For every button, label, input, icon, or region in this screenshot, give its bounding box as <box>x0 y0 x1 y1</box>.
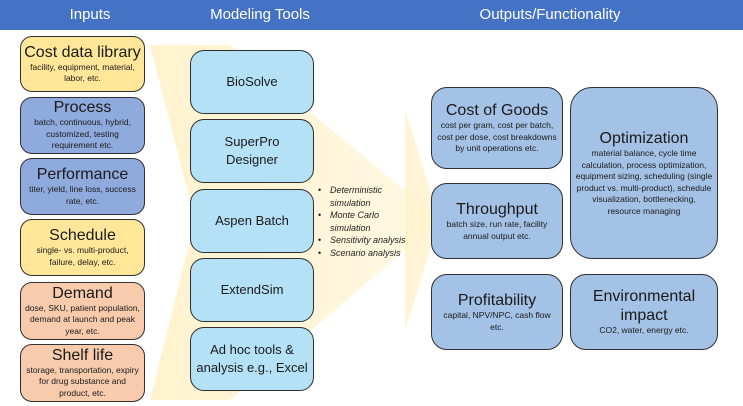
tool-label: SuperPro Designer <box>224 134 280 167</box>
analysis-item: Monte Carlo simulation <box>318 209 408 234</box>
input-desc: facility, equipment, material, labor, et… <box>30 61 135 84</box>
tool-biosolve: BioSolve <box>190 50 314 114</box>
input-process: Process batch, continuous, hybrid, custo… <box>20 97 145 154</box>
output-desc: capital, NPV/NPC, cash flow etc. <box>443 310 551 332</box>
column-title-modeling-tools: Modeling Tools <box>210 6 310 23</box>
input-performance: Performance titer, yield, line loss, suc… <box>20 158 145 215</box>
output-desc: material balance, cycle time calculation… <box>575 148 713 216</box>
output-throughput: Throughput batch size, run rate, facilit… <box>431 183 563 259</box>
analysis-item: Deterministic simulation <box>318 184 408 209</box>
input-cost-data-library: Cost data library facility, equipment, m… <box>20 36 145 92</box>
input-title: Performance <box>36 166 129 183</box>
output-title: Throughput <box>456 201 538 218</box>
tools-to-outputs-arrow <box>405 110 440 330</box>
input-demand: Demand dose, SKU, patient population, de… <box>20 282 145 340</box>
tool-extendsim: ExtendSim <box>190 258 314 322</box>
output-optimization: Optimization material balance, cycle tim… <box>570 87 718 259</box>
tool-label: ExtendSim <box>220 282 284 297</box>
input-title: Schedule <box>49 227 116 244</box>
tool-superpro-designer: SuperPro Designer <box>190 119 314 183</box>
input-desc: storage, transportation, expiry for drug… <box>26 364 139 398</box>
column-title-inputs: Inputs <box>69 6 111 23</box>
tool-label: Ad hoc tools & analysis e.g., Excel <box>196 342 308 375</box>
input-schedule: Schedule single- vs. multi-product, fail… <box>20 219 145 276</box>
input-title: Process <box>53 99 112 117</box>
header-bar: Inputs Modeling Tools Outputs/Functional… <box>0 0 743 30</box>
input-desc: dose, SKU, patient population, demand at… <box>25 302 140 336</box>
analysis-item: Sensitivity analysis <box>318 234 408 247</box>
tool-label: Aspen Batch <box>215 213 289 228</box>
input-shelf-life: Shelf life storage, transportation, expi… <box>20 344 145 402</box>
input-title: Demand <box>52 284 113 302</box>
output-desc: batch size, run rate, facility annual ou… <box>446 219 548 241</box>
output-environmental-impact: Environmental impact CO2, water, energy … <box>570 274 718 350</box>
input-desc: batch, continuous, hybrid, customized, t… <box>34 117 131 151</box>
tool-aspen-batch: Aspen Batch <box>190 189 314 253</box>
analysis-item: Scenario analysis <box>318 247 408 260</box>
analysis-types-list: Deterministic simulation Monte Carlo sim… <box>318 184 408 259</box>
input-title: Shelf life <box>51 346 114 364</box>
tool-ad-hoc-excel: Ad hoc tools & analysis e.g., Excel <box>190 327 314 391</box>
column-title-outputs: Outputs/Functionality <box>479 6 621 23</box>
output-desc: CO2, water, energy etc. <box>599 325 689 336</box>
output-title: Optimization <box>599 130 689 147</box>
output-desc: cost per gram, cost per batch, cost per … <box>437 120 557 154</box>
tool-label: BioSolve <box>226 74 278 89</box>
output-title: Cost of Goods <box>445 102 549 120</box>
input-desc: titer, yield, line loss, success rate, e… <box>29 184 136 206</box>
output-title: Profitability <box>457 292 537 309</box>
output-cost-of-goods: Cost of Goods cost per gram, cost per ba… <box>431 87 563 169</box>
input-desc: single- vs. multi-product, failure, dela… <box>36 245 129 267</box>
input-title: Cost data library <box>24 43 141 61</box>
output-profitability: Profitability capital, NPV/NPC, cash flo… <box>431 274 563 350</box>
output-title: Environmental impact <box>592 288 696 325</box>
